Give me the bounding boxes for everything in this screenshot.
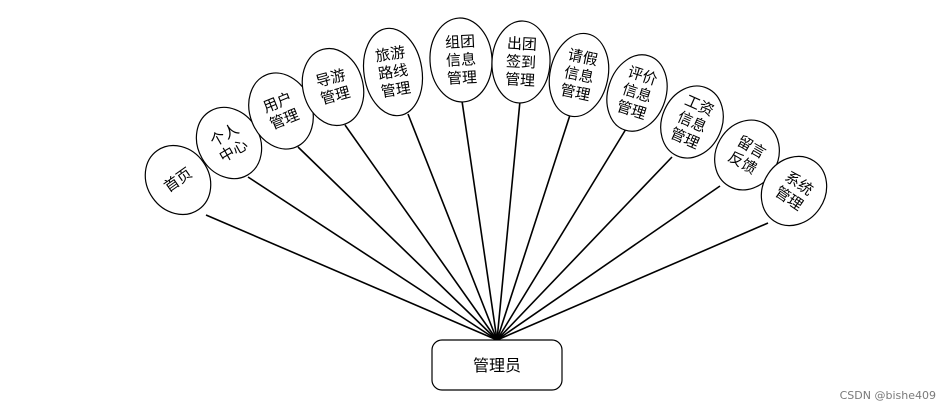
node-label-line: 管理 [559,81,592,105]
edges [205,100,769,341]
node-label: 请假信息管理 [559,45,600,104]
node-label: 组团信息管理 [445,32,478,87]
nodes: 首页个人中心用户管理导游管理旅游路线管理组团信息管理出团签到管理请假信息管理评价… [144,17,828,227]
node-label: 出团签到管理 [505,34,538,89]
node-6: 出团签到管理 [491,20,551,104]
root-node: 管理员 [431,339,563,391]
node-label-line: 管理 [446,68,477,88]
edge-3 [344,124,498,341]
edge-10 [496,185,721,341]
node-label-line: 旅游 [374,43,406,65]
node-0: 首页 [144,144,212,216]
edge-9 [496,156,673,341]
node-label-line: 管理 [380,79,412,101]
node-ellipse [606,54,668,132]
node-8: 评价信息管理 [606,54,668,132]
node-label-line: 出团 [506,34,537,54]
edge-2 [297,146,498,341]
node-label-line: 签到 [506,52,537,72]
edge-0 [205,214,498,341]
watermark: CSDN @bishe409 [839,389,936,402]
edge-4 [407,113,498,341]
node-label-line: 信息 [446,50,477,70]
node-5: 组团信息管理 [429,17,493,103]
node-11: 系统管理 [760,155,828,227]
node-ellipse [760,155,828,227]
edge-7 [496,114,571,341]
node-label-line: 管理 [505,70,536,90]
node-ellipse [301,47,365,127]
node-label-line: 信息 [562,63,595,87]
node-label-line: 组团 [445,32,476,52]
edge-1 [247,176,498,341]
node-label-line: 请假 [566,45,599,69]
node-10: 留言反馈 [714,119,780,191]
node-2: 用户管理 [248,72,314,150]
node-ellipse [491,20,551,104]
edge-6 [496,100,521,341]
node-1: 个人中心 [195,106,263,180]
node-ellipse [144,144,212,216]
node-ellipse [548,32,610,118]
node-4: 旅游路线管理 [362,27,424,117]
root-node-label: 管理员 [473,356,521,375]
node-9: 工资信息管理 [660,85,724,159]
edge-11 [496,222,769,341]
edge-5 [461,100,498,341]
node-ellipse [362,27,424,117]
node-3: 导游管理 [301,47,365,127]
node-label-line: 路线 [377,61,409,83]
edge-8 [496,128,627,341]
node-label: 旅游路线管理 [374,43,412,101]
root-node-box [431,339,563,391]
node-7: 请假信息管理 [548,32,610,118]
